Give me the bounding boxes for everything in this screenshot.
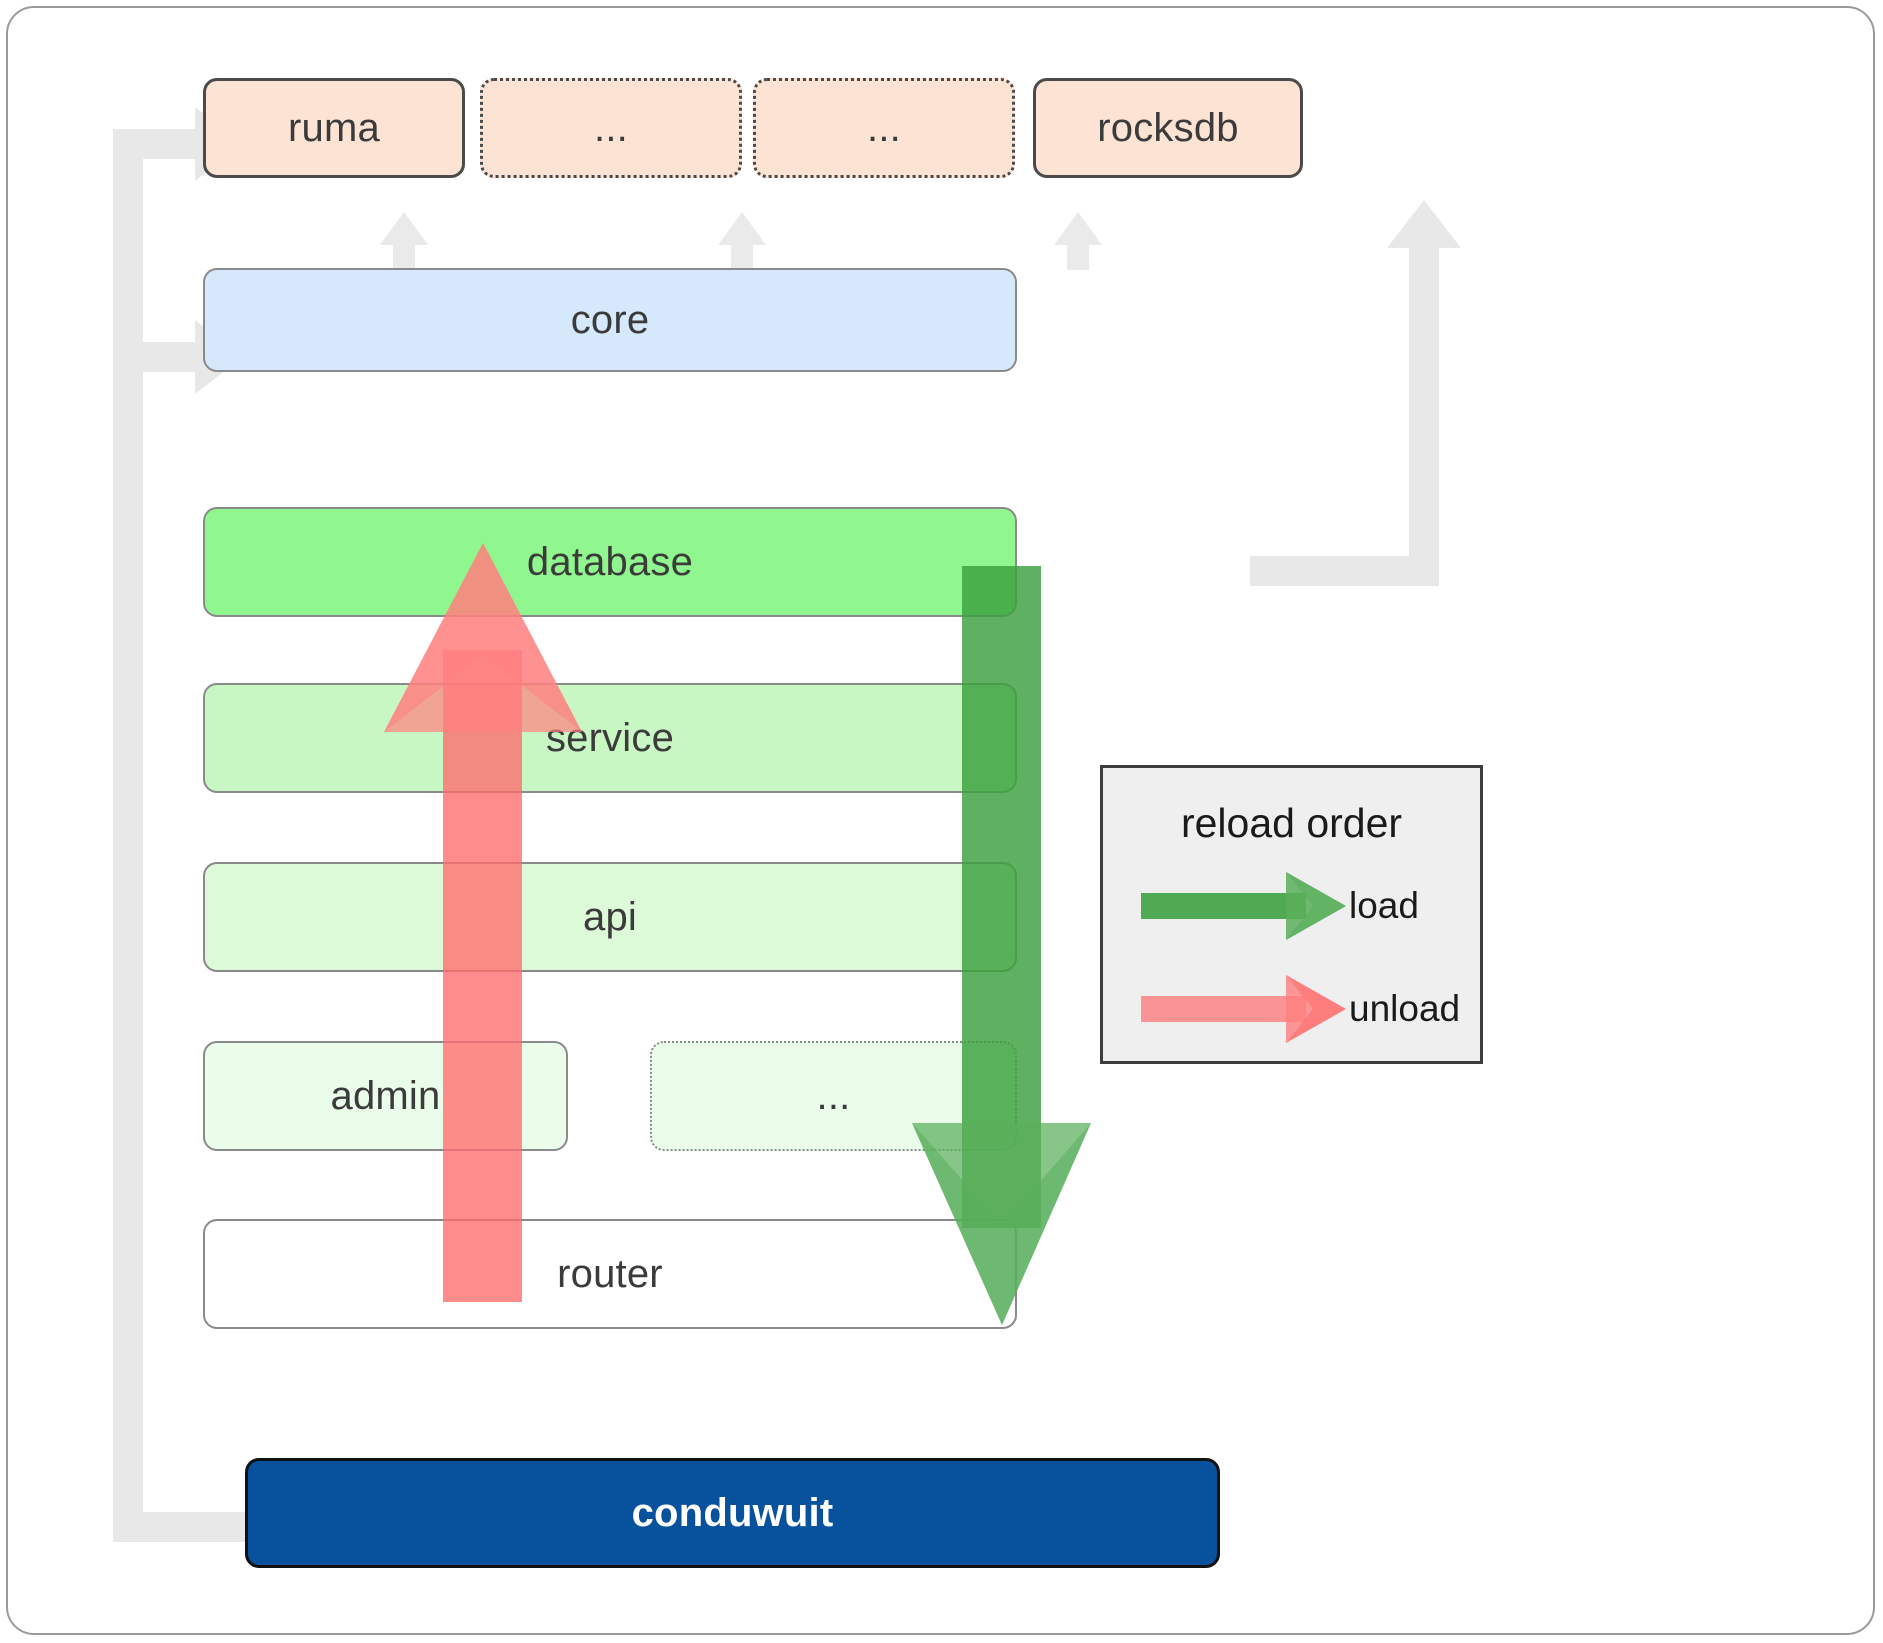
legend-load-arrow-icon	[1141, 872, 1346, 940]
legend-row-unload: unload	[1103, 974, 1480, 1044]
module-label: rocksdb	[1097, 105, 1239, 150]
layer-box-admin[interactable]: admin	[203, 1041, 568, 1151]
layer-box-router[interactable]: router	[203, 1219, 1017, 1329]
layer-label: core	[570, 297, 650, 342]
diagram-frame	[6, 6, 1875, 1635]
layer-box-service[interactable]: service	[203, 683, 1017, 793]
layer-label: database	[526, 539, 694, 584]
layer-label: api	[583, 894, 637, 939]
layer-box-core[interactable]: core	[203, 268, 1017, 372]
layer-box-placeholder[interactable]: ...	[650, 1041, 1017, 1151]
legend-title: reload order	[1180, 800, 1403, 846]
layer-label: admin	[330, 1073, 441, 1118]
module-label: ...	[594, 105, 628, 150]
layer-label: ...	[816, 1073, 851, 1118]
root-box-conduwuit[interactable]: conduwuit	[245, 1458, 1220, 1568]
legend-panel: reload order load unload	[1100, 765, 1483, 1064]
legend-label-load: load	[1349, 885, 1419, 926]
module-box-placeholder-2[interactable]: ...	[753, 78, 1015, 178]
module-box-rocksdb[interactable]: rocksdb	[1033, 78, 1303, 178]
layer-label: service	[545, 715, 675, 760]
layer-label: router	[557, 1251, 663, 1296]
legend-row-load: load	[1103, 871, 1480, 941]
legend-unload-arrow-icon	[1141, 975, 1346, 1043]
module-box-placeholder-1[interactable]: ...	[480, 78, 742, 178]
module-label: ruma	[288, 105, 380, 150]
layer-box-database[interactable]: database	[203, 507, 1017, 617]
legend-label-unload: unload	[1349, 988, 1461, 1029]
module-label: ...	[867, 105, 901, 150]
layer-box-api[interactable]: api	[203, 862, 1017, 972]
root-label: conduwuit	[631, 1490, 834, 1535]
module-box-ruma[interactable]: ruma	[203, 78, 465, 178]
